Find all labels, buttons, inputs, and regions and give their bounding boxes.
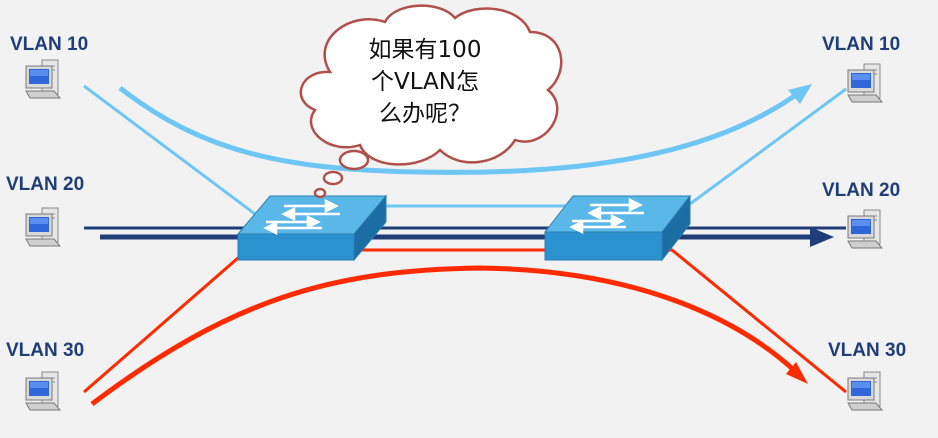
thought-bubble <box>299 4 563 199</box>
vlan30-arrow-icon <box>786 362 808 384</box>
vlan20-links <box>84 226 846 247</box>
label-left-vlan20: VLAN 20 <box>6 174 85 195</box>
vlan20-arrow-icon <box>810 227 834 247</box>
vlan10-links <box>83 84 847 216</box>
switch-icon-1 <box>236 194 388 262</box>
pc-icon-right-vlan10 <box>847 63 883 103</box>
vlan30-flow-path <box>90 265 798 406</box>
label-left-vlan10: VLAN 10 <box>10 34 89 55</box>
switch-icon-2 <box>543 194 692 262</box>
label-right-vlan10: VLAN 10 <box>822 34 901 55</box>
bubble-text: 如果有100 个VLAN怎 么办呢？ <box>340 34 510 130</box>
label-right-vlan30: VLAN 30 <box>828 340 907 361</box>
pc-icon-left-vlan20 <box>25 207 61 247</box>
pc-icon-right-vlan30 <box>847 371 883 411</box>
pc-icon-right-vlan20 <box>847 209 883 249</box>
label-right-vlan20: VLAN 20 <box>822 180 901 201</box>
label-left-vlan30: VLAN 30 <box>6 340 85 361</box>
bubble-line-3: 么办呢？ <box>379 101 471 127</box>
bubble-line-2: 个VLAN怎 <box>370 69 479 95</box>
vlan10-flow-path <box>118 86 802 175</box>
bubble-line-1: 如果有100 <box>368 37 482 63</box>
vlan30-links <box>83 248 847 406</box>
vlan10-arrow-icon <box>788 84 812 104</box>
pc-icon-left-vlan30 <box>25 371 61 411</box>
pc-icon-left-vlan10 <box>25 59 61 99</box>
